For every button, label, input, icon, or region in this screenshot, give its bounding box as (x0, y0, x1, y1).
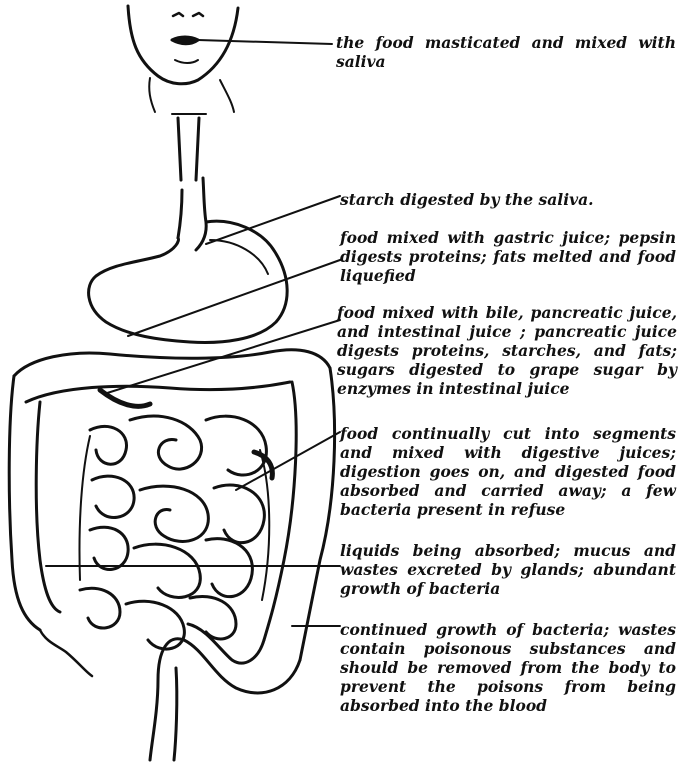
label-colon: liquids being absorbed; mucus and wastes… (340, 541, 676, 598)
label-esophagus: starch digested by the saliva. (340, 190, 670, 209)
intestines-icon (9, 350, 334, 760)
leader-lines (46, 40, 340, 626)
face-icon (128, 6, 238, 112)
label-small-intestine: food continually cut into segments and m… (340, 424, 676, 519)
label-stomach: food mixed with gastric juice; pepsin di… (340, 228, 676, 285)
esophagus-icon (172, 114, 206, 250)
stomach-icon (89, 221, 288, 342)
label-duodenum: food mixed with bile, pancreatic juice, … (337, 303, 677, 398)
label-rectum: continued growth of bacteria; wastes con… (340, 620, 676, 715)
label-mouth: the food masticated and mixed with saliv… (336, 33, 676, 71)
